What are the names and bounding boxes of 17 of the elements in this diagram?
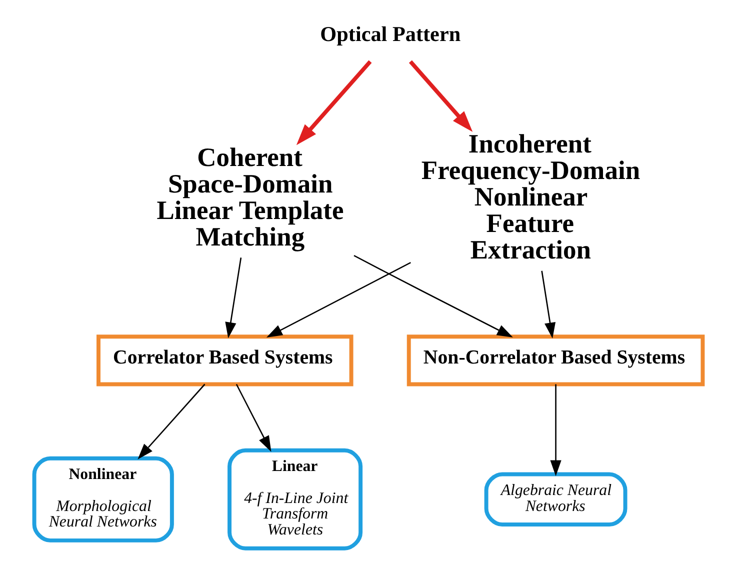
node-box: Correlator Based Systems: [96, 334, 354, 386]
node-box: Algebraic Neural Networks: [484, 472, 628, 527]
node-text: Coherent Space-Domain Linear Template Matching: [156, 142, 344, 252]
arrow: [296, 60, 372, 146]
arrow: [354, 254, 513, 338]
arrow: [236, 384, 272, 452]
node-text: Optical Pattern: [320, 22, 461, 46]
node-box: Nonlinear Morphological Neural Networks: [32, 456, 174, 542]
arrow: [138, 384, 206, 460]
arrow: [550, 384, 562, 476]
arrow: [266, 262, 411, 338]
node-text: Incoherent Frequency-Domain Nonlinear Feature Extraction: [421, 128, 640, 264]
node-box: Linear 4-f In-Line Joint Transform Wavelets: [228, 448, 363, 550]
arrow: [225, 258, 242, 338]
arrow: [541, 270, 556, 339]
node-box: Non-Correlator Based Systems: [406, 334, 705, 386]
arrow: [408, 60, 473, 132]
